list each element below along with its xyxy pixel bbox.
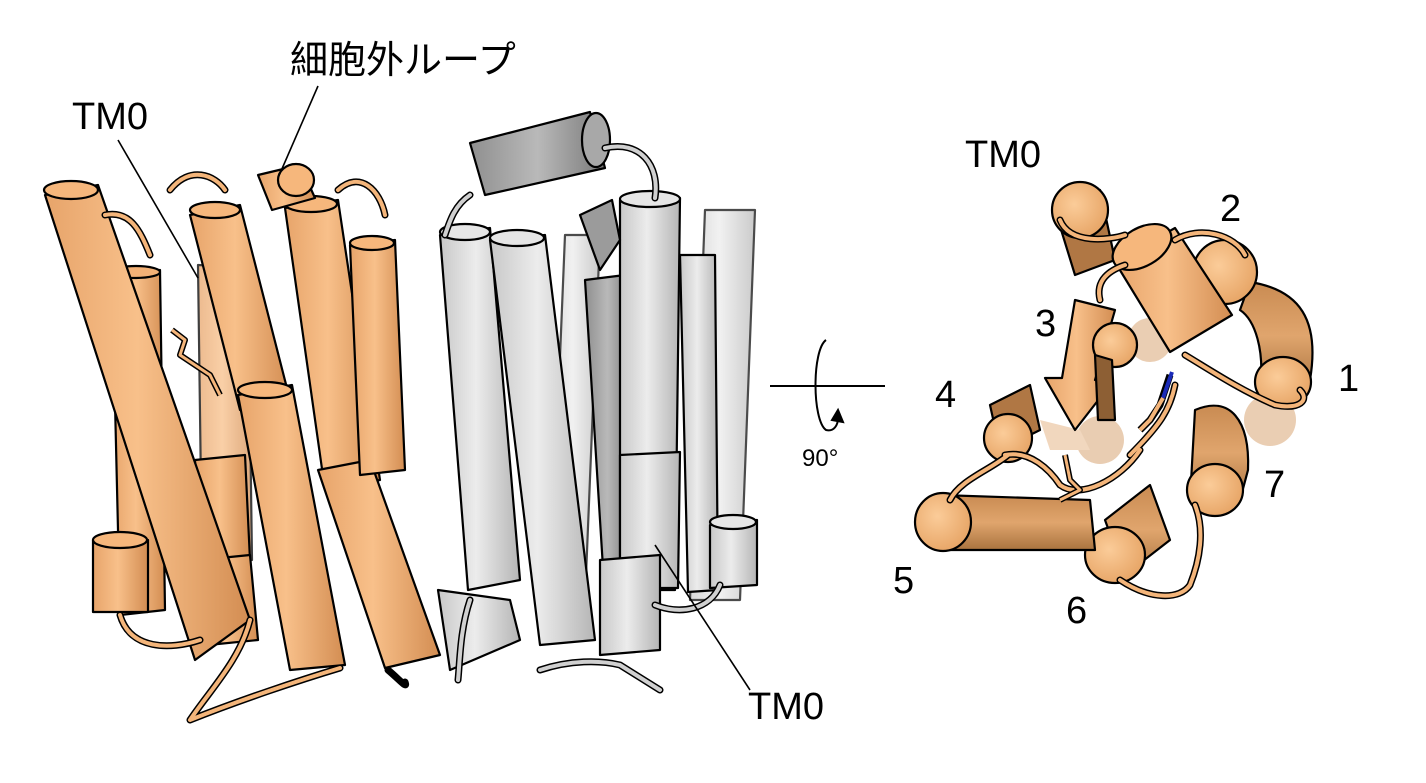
rotation-arrow: [814, 339, 839, 432]
leader-tm0-bottom: [654, 544, 751, 691]
top-helix-tm0: [1050, 180, 1117, 277]
rotation-arrowhead: [830, 407, 845, 424]
gray-helix-4: [618, 189, 682, 592]
label-tm0-left: TM0: [72, 96, 148, 138]
label-tm0-bottom: TM0: [748, 686, 824, 728]
top-loops-fill: [948, 218, 1306, 598]
orange-helix-center: [188, 200, 347, 672]
orange-loops-fill: [103, 172, 387, 722]
label-helix-7: 7: [1264, 464, 1286, 506]
orange-extracellular-cap: [256, 162, 317, 212]
top-helix-5: [913, 491, 1097, 553]
top-view-structure: [913, 180, 1314, 600]
label-helix-6: 6: [1066, 590, 1088, 632]
top-helix-1: [1238, 280, 1314, 409]
orange-helix-right2: [348, 234, 407, 477]
gray-helix-1: [438, 222, 522, 592]
label-helix-5: 5: [893, 560, 915, 602]
label-helix-4: 4: [935, 374, 957, 416]
leader-tm0-left: [117, 139, 199, 279]
label-helix-2: 2: [1220, 188, 1242, 230]
top-helix-4: [982, 383, 1042, 464]
gray-helix-5: [678, 253, 759, 594]
gray-helix-2: [488, 228, 597, 647]
label-tm0-top-view: TM0: [965, 134, 1041, 176]
leader-extracellular-loop: [277, 85, 319, 179]
gray-extracellular-cap: [468, 110, 612, 197]
top-helix-6: [1083, 483, 1172, 585]
leader-lines: [117, 85, 751, 691]
gray-beta-sheet: [578, 198, 622, 272]
gray-loops-fill: [443, 144, 722, 692]
label-helix-3: 3: [1035, 303, 1057, 345]
label-helix-1: 1: [1338, 358, 1360, 400]
rotation-axis-symbol: [770, 339, 885, 432]
gray-monomer: [436, 110, 759, 694]
orange-monomer: [42, 162, 442, 724]
label-rotation-angle: 90°: [802, 445, 839, 472]
top-beta-strand-3: [1043, 298, 1139, 432]
top-side-chain: [1058, 371, 1174, 503]
top-helix-7: [1185, 404, 1250, 518]
label-extracellular-loop: 細胞外ループ: [290, 40, 516, 82]
